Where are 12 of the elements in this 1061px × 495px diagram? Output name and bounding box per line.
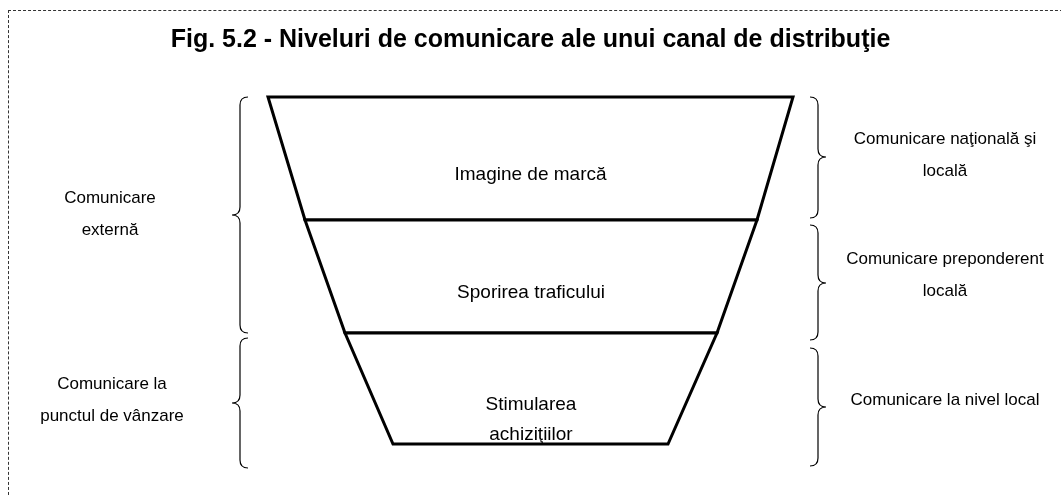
- side-label: Comunicare naţională şi locală: [852, 128, 1038, 182]
- funnel-band: [268, 97, 793, 220]
- side-label: Comunicare externă: [63, 187, 157, 241]
- figure-title: Fig. 5.2 - Niveluri de comunicare ale unui canal de distribuţie: [169, 24, 892, 53]
- funnel-band: [305, 220, 757, 333]
- funnel-band: [345, 333, 717, 444]
- band-label: Sporirea traficului: [456, 279, 606, 304]
- side-label: Comunicare la punctul de vânzare: [39, 373, 185, 427]
- band-label: Imagine de marcă: [453, 161, 608, 186]
- side-label: Comunicare preponderent locală: [845, 248, 1045, 302]
- side-label: Comunicare la nivel local: [849, 389, 1041, 411]
- band-label: Stimularea achiziţiilor: [484, 391, 578, 446]
